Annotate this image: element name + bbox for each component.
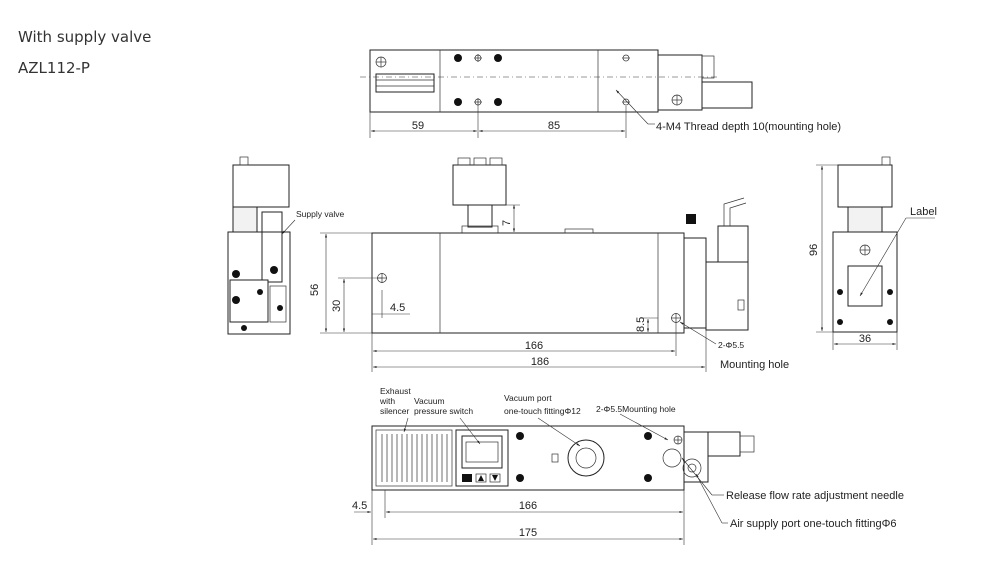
vacuum-port-label-2: one-touch fittingΦ12 bbox=[504, 406, 581, 416]
vacuum-switch-label-1: Vacuum bbox=[414, 396, 445, 406]
exhaust-label-3: silencer bbox=[380, 406, 409, 416]
dim-96: 96 bbox=[808, 244, 820, 256]
dim-59: 59 bbox=[412, 120, 424, 132]
dim-4-5-bottom: 4.5 bbox=[352, 500, 367, 512]
dim-8-5: 8.5 bbox=[635, 317, 647, 332]
dim-85: 85 bbox=[548, 120, 560, 132]
screw-icon bbox=[837, 289, 893, 325]
label-callout: Label bbox=[910, 206, 937, 218]
dim-166: 166 bbox=[525, 340, 543, 352]
vacuum-switch-label-2: pressure switch bbox=[414, 406, 473, 416]
hole-note: 2-Φ5.5 bbox=[718, 340, 744, 350]
dim-4-5: 4.5 bbox=[390, 302, 405, 314]
vacuum-port-label-1: Vacuum port bbox=[504, 393, 552, 403]
mounting-hole-label: Mounting hole bbox=[720, 359, 789, 371]
model-number: AZL112-P bbox=[18, 59, 90, 77]
dim-186: 186 bbox=[531, 356, 549, 368]
silencer-grille bbox=[381, 434, 448, 482]
front-view bbox=[320, 157, 749, 372]
release-needle-label: Release flow rate adjustment needle bbox=[726, 490, 904, 502]
end-view bbox=[816, 156, 935, 350]
mounting-hole-icon bbox=[454, 54, 502, 106]
dim-166-bottom: 166 bbox=[519, 500, 537, 512]
supply-valve-label: Supply valve bbox=[296, 209, 344, 219]
dim-30: 30 bbox=[331, 300, 343, 312]
dim-36: 36 bbox=[859, 333, 871, 345]
exhaust-label-2: with bbox=[379, 396, 395, 406]
dim-56: 56 bbox=[309, 284, 321, 296]
air-supply-label: Air supply port one-touch fittingΦ6 bbox=[730, 518, 897, 530]
mounting-hole-note: 2-Φ5.5Mounting hole bbox=[596, 404, 676, 414]
dim-7: 7 bbox=[501, 220, 513, 226]
left-side-view bbox=[227, 156, 291, 335]
screw-icon bbox=[232, 266, 283, 331]
drawing-title: With supply valve bbox=[18, 28, 152, 46]
dim-175: 175 bbox=[519, 527, 537, 539]
bottom-view bbox=[354, 413, 755, 545]
top-view bbox=[360, 49, 753, 138]
exhaust-label-1: Exhaust bbox=[380, 386, 411, 396]
thread-note: 4-M4 Thread depth 10(mounting hole) bbox=[656, 121, 841, 133]
